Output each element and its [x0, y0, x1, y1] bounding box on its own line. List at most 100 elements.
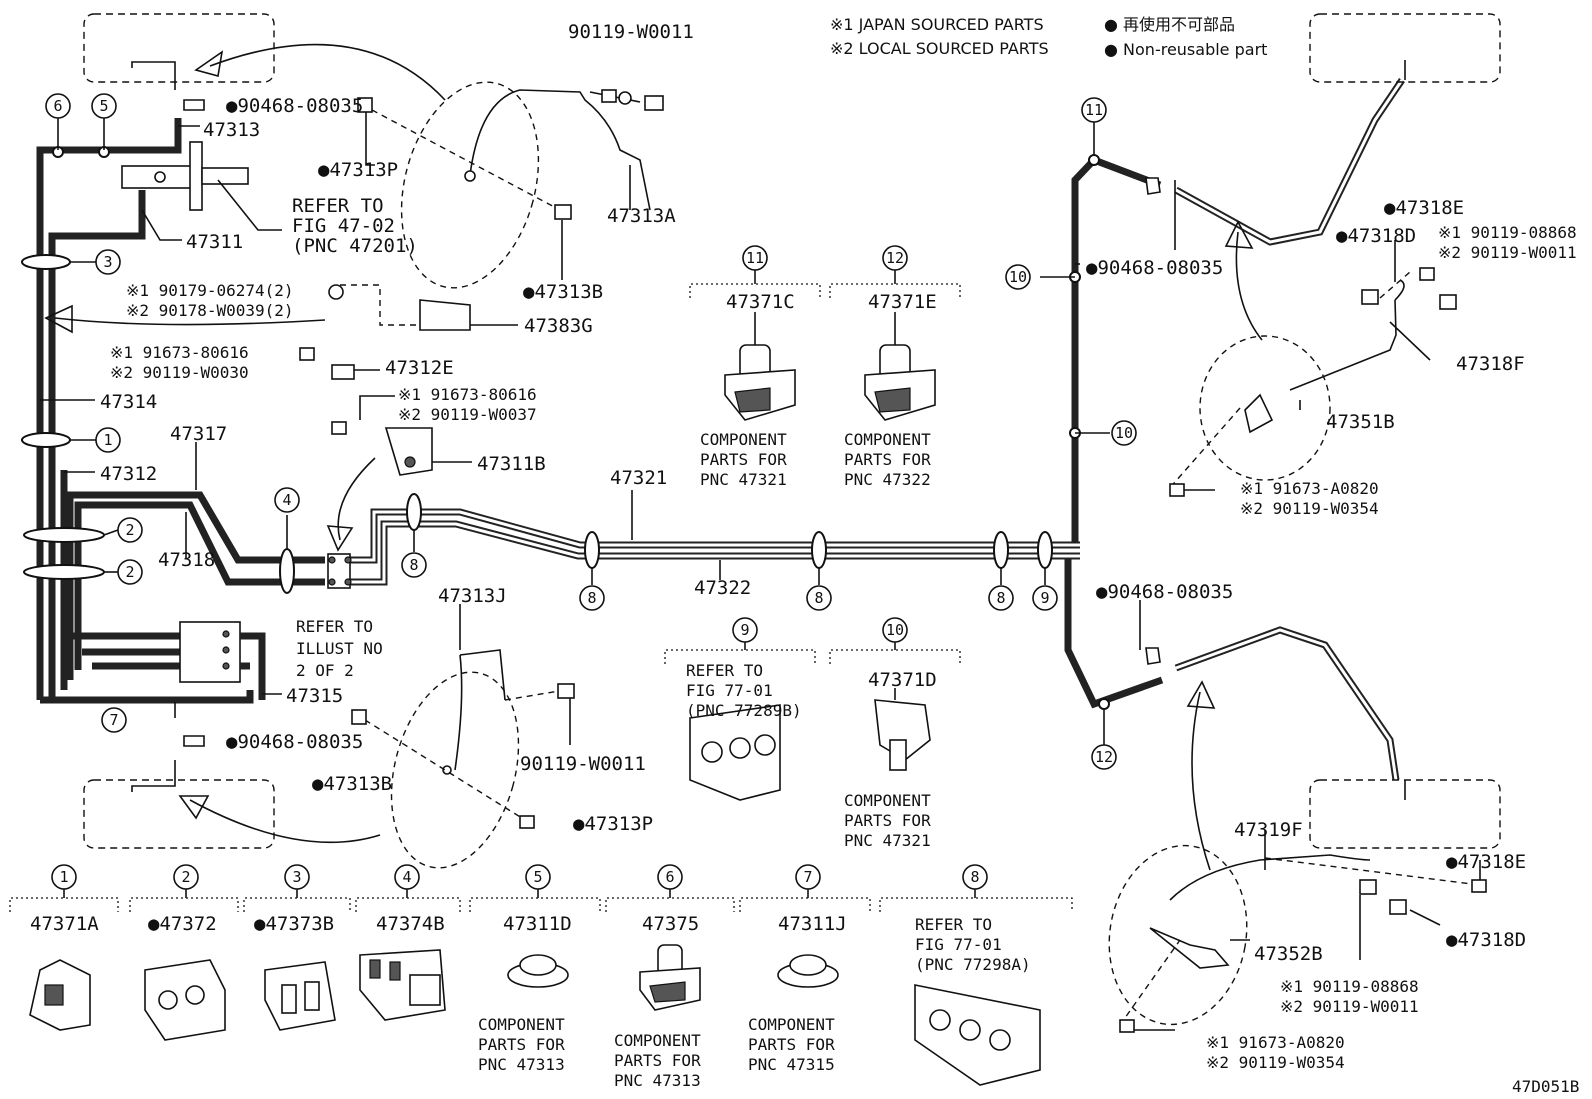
- legend-part-2: ●47372: [148, 913, 217, 935]
- legend-item-5: 5 47311D COMPONENT PARTS FOR PNC 47313: [469, 864, 601, 1074]
- label-90119-W0011-top: 90119-W0011: [568, 21, 694, 43]
- legend-item-8: 8 REFER TO FIG 77-01 (PNC 77298A): [879, 864, 1073, 974]
- detail-ellipses: [390, 81, 1331, 1026]
- label-47313P-a: ●47313P: [318, 159, 398, 181]
- fasteners: [183, 89, 1487, 1033]
- callout-3: 3: [95, 249, 121, 275]
- label-47318D-b: ●47318D: [1446, 929, 1526, 951]
- clamp-77289B-illustration: [689, 704, 781, 801]
- label-refer-47-02-3: (PNC 47201): [292, 235, 418, 257]
- callout-2a: 2: [117, 517, 143, 543]
- callout-11-header: 11: [742, 245, 768, 271]
- label-47313B-a: ●47313B: [523, 281, 603, 303]
- label-47319F: 47319F: [1234, 819, 1303, 841]
- label-90119-W0354-b: ※2 90119-W0354: [1206, 1053, 1345, 1072]
- legend-part-7: 47311J: [778, 913, 847, 935]
- label-90468-08035-b: ●90468-08035: [226, 731, 363, 753]
- comp-a-line2: PARTS FOR: [700, 450, 787, 469]
- callout-markers: 6 5 3 1 2 2 4 8 8 8 8 9 7 11 10 10 12 11…: [45, 93, 1137, 770]
- label-91673-A0820-a: ※1 91673-A0820: [1240, 479, 1379, 498]
- label-47318E-b: ●47318E: [1446, 851, 1526, 873]
- distribution-block: [179, 621, 266, 700]
- japan-sourced-note: ※1 JAPAN SOURCED PARTS: [830, 15, 1044, 34]
- comp-c-line2: PARTS FOR: [844, 811, 931, 830]
- label-47313A: 47313A: [607, 205, 676, 227]
- legend-47371A-illustration: [29, 959, 91, 1031]
- svg-text:11: 11: [746, 249, 764, 267]
- svg-text:7: 7: [803, 868, 812, 886]
- svg-text:5: 5: [533, 868, 542, 886]
- svg-text:(PNC 77298A): (PNC 77298A): [915, 955, 1031, 974]
- legend-item-6: 6 47375 COMPONENT PARTS FOR PNC 47313: [605, 864, 735, 1090]
- label-90119-W0011-b: ※2 90119-W0011: [1438, 243, 1577, 262]
- svg-text:12: 12: [1095, 748, 1113, 766]
- leader-lines: [40, 112, 1481, 1031]
- label-90468-08035-c: ●90468-08035: [1086, 257, 1223, 279]
- svg-text:FIG 77-01: FIG 77-01: [915, 935, 1002, 954]
- label-47313P-b: ●47313P: [573, 813, 653, 835]
- svg-text:REFER TO: REFER TO: [915, 915, 992, 934]
- callout-8d: 8: [988, 585, 1014, 611]
- comp-b-line1: COMPONENT: [844, 430, 931, 449]
- label-47317: 47317: [170, 423, 227, 445]
- label-refer-47-02-1: REFER TO: [292, 195, 384, 217]
- callout-10b: 10: [1111, 420, 1137, 446]
- svg-text:3: 3: [292, 868, 301, 886]
- comp-b-line2: PARTS FOR: [844, 450, 931, 469]
- svg-text:6: 6: [53, 97, 62, 115]
- label-47313B-b: ●47313B: [312, 773, 392, 795]
- label-47318E-a: ●47318E: [1384, 197, 1464, 219]
- svg-text:2: 2: [181, 868, 190, 886]
- part-labels: 90119-W0011 ●90468-08035 47313 ●47313P R…: [100, 21, 1579, 1096]
- callout-2b: 2: [117, 559, 143, 585]
- svg-text:10: 10: [1115, 424, 1133, 442]
- label-90119-W0011-c: ※2 90119-W0011: [1280, 997, 1419, 1016]
- label-47313J: 47313J: [438, 585, 507, 607]
- label-47312E: 47312E: [385, 357, 454, 379]
- non-reusable-jp: ● 再使用不可部品: [1104, 15, 1235, 34]
- label-47311B: 47311B: [477, 453, 546, 475]
- label-47312: 47312: [100, 463, 157, 485]
- header-notes: ※1 JAPAN SOURCED PARTS ● 再使用不可部品 ※2 LOCA…: [830, 15, 1267, 59]
- callout-9-header: 9: [732, 617, 758, 643]
- label-47371E: 47371E: [868, 291, 937, 313]
- legend-row: 1 47371A 2 ●47372 3 ●47373B 4 47374B 5 4…: [9, 864, 1073, 1090]
- label-90119-08868-a: ※1 90119-08868: [1438, 223, 1577, 242]
- svg-text:8: 8: [814, 589, 823, 607]
- label-47321: 47321: [610, 467, 667, 489]
- label-47371D: 47371D: [868, 669, 937, 691]
- svg-text:8: 8: [996, 589, 1005, 607]
- label-47311: 47311: [186, 231, 243, 253]
- callout-10a: 10: [1005, 264, 1031, 290]
- svg-text:8: 8: [970, 868, 979, 886]
- svg-text:PNC 47313: PNC 47313: [614, 1071, 701, 1090]
- clip-47371C-illustration: [724, 312, 796, 421]
- clip-47371D-illustration: [874, 688, 931, 771]
- legend-item-4: 4 47374B: [355, 864, 461, 935]
- master-cylinder: [121, 141, 249, 211]
- legend-illustrations: [29, 944, 1041, 1086]
- non-reusable-en: ● Non-reusable part: [1104, 40, 1267, 59]
- refer-7701-line3: (PNC 77289B): [686, 701, 802, 720]
- figure-code: 47D051B: [1512, 1077, 1579, 1096]
- label-47318D-a: ●47318D: [1336, 225, 1416, 247]
- legend-77298A-illustration: [914, 984, 1041, 1086]
- svg-text:11: 11: [1085, 101, 1103, 119]
- label-47315: 47315: [286, 685, 343, 707]
- svg-text:PNC 47315: PNC 47315: [748, 1055, 835, 1074]
- svg-text:1: 1: [59, 868, 68, 886]
- legend-part-5: 47311D: [503, 913, 572, 935]
- refer-7701-line2: FIG 77-01: [686, 681, 773, 700]
- local-sourced-note: ※2 LOCAL SOURCED PARTS: [830, 39, 1049, 58]
- svg-text:6: 6: [665, 868, 674, 886]
- clip-47371E-illustration: [864, 312, 936, 421]
- legend-47375-illustration: [639, 944, 701, 1011]
- legend-part-6: 47375: [642, 913, 699, 935]
- comp-a-line3: PNC 47321: [700, 470, 787, 489]
- callout-11-top: 11: [1081, 97, 1107, 123]
- hose-details: [442, 89, 1405, 969]
- legend-item-1: 1 47371A: [9, 864, 119, 935]
- legend-item-7: 7 47311J COMPONENT PARTS FOR PNC 47315: [739, 864, 871, 1074]
- legend-47373B-illustration: [264, 961, 336, 1031]
- label-47313: 47313: [203, 119, 260, 141]
